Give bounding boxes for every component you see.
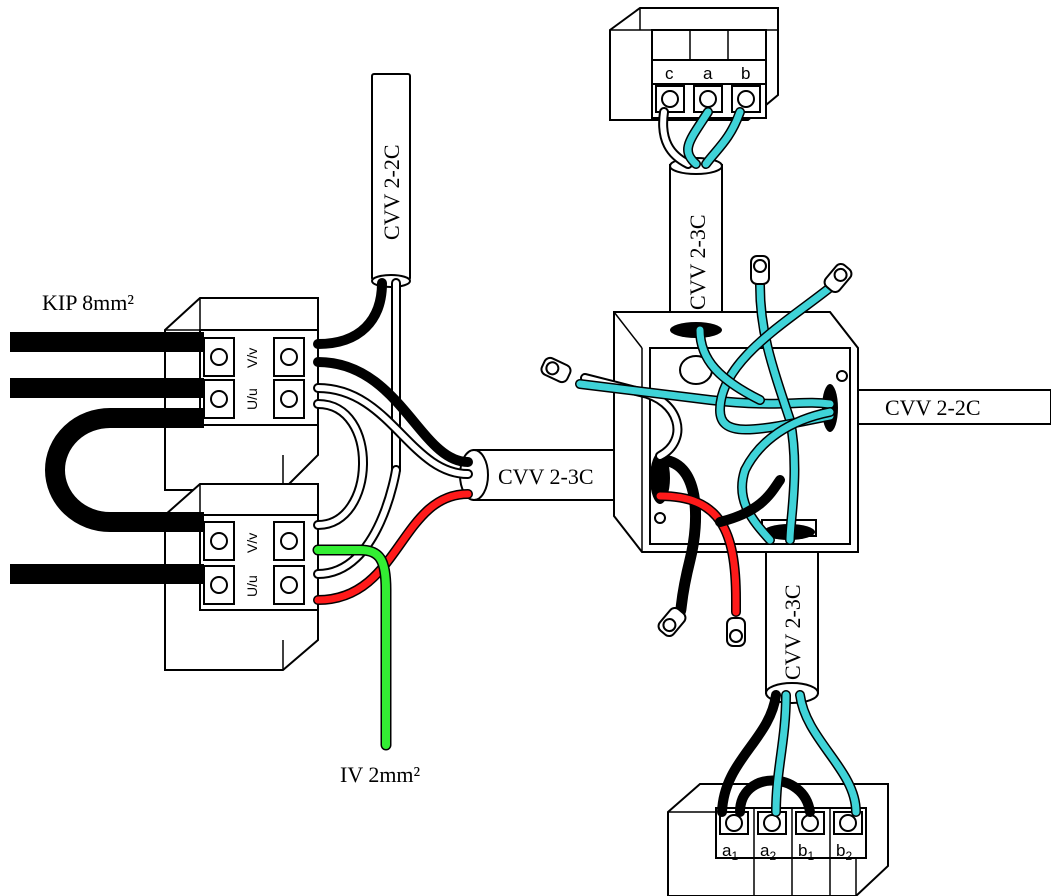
svg-text:a1: a1	[722, 841, 738, 863]
wires-junction	[575, 280, 837, 618]
terminal-top-c: c	[665, 64, 674, 83]
transformer: V/v U/u V/v U/u	[164, 297, 319, 671]
cable-cvv-top-left: CVV 2-2C	[371, 73, 411, 288]
terminal-upper-v: V/v	[244, 348, 260, 368]
terminal-bottom-b2: b2	[836, 841, 852, 863]
terminal-bottom-a2: a2	[760, 841, 776, 863]
label-iv: IV 2mm²	[340, 762, 421, 787]
label-cvv-top-right: CVV 2-3C	[685, 214, 710, 310]
label-cvv-top-left: CVV 2-2C	[379, 144, 404, 240]
transformer-lower: V/v U/u	[164, 483, 319, 671]
terminal-lower-u: U/u	[244, 575, 260, 597]
svg-text:b2: b2	[836, 841, 852, 863]
terminal-lower-v: V/v	[244, 533, 260, 553]
terminal-top-b: b	[741, 64, 750, 83]
terminal-bottom-b1: b1	[798, 841, 814, 863]
cable-cvv-top-right: CVV 2-3C	[669, 157, 723, 326]
wires-switch-top	[658, 107, 745, 169]
cable-cvv-bottom: CVV 2-3C	[765, 529, 819, 704]
wire-connectors	[540, 255, 853, 647]
wires-transformer	[312, 278, 473, 751]
terminal-bottom-a1: a1	[722, 841, 738, 863]
switch-top: c a b	[609, 7, 779, 121]
wires-switch-bottom	[717, 690, 861, 817]
terminal-upper-u: U/u	[244, 388, 260, 410]
label-cvv-bottom: CVV 2-3C	[780, 584, 805, 680]
svg-text:b1: b1	[798, 841, 814, 863]
terminal-top-a: a	[703, 64, 713, 83]
label-cvv-right: CVV 2-2C	[885, 395, 981, 420]
label-kip: KIP 8mm²	[42, 290, 134, 315]
label-cvv-mid: CVV 2-3C	[498, 464, 594, 489]
cable-cvv-mid: CVV 2-3C	[459, 449, 615, 501]
svg-text:a2: a2	[760, 841, 776, 863]
cable-cvv-right: CVV 2-2C	[834, 389, 1051, 425]
kip-wires	[10, 332, 204, 584]
